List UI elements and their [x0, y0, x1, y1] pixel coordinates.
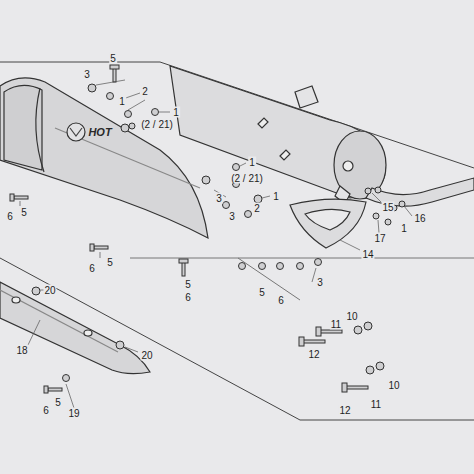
callout-number: 10: [345, 311, 358, 322]
callout-number: 20: [140, 350, 153, 361]
callout-number: 2: [253, 203, 261, 214]
callout-number: 3: [316, 277, 324, 288]
callout-number: 12: [338, 405, 351, 416]
callout-number: 1: [400, 223, 408, 234]
callout-number: 5: [258, 287, 266, 298]
frame-line: [130, 258, 474, 259]
callout-number: 6: [277, 295, 285, 306]
callout-number: 6: [88, 263, 96, 274]
callout-number: 3: [215, 193, 223, 204]
callout-number: 10: [387, 380, 400, 391]
callout-number: 11: [330, 319, 342, 330]
callout-number: 5: [20, 207, 28, 218]
callout-number: 5: [106, 257, 114, 268]
frame-line: [238, 258, 300, 300]
brand-text: HOT: [87, 127, 112, 138]
callout-number: 11: [370, 399, 382, 410]
callout-number: 6: [42, 405, 50, 416]
leader-line: [20, 80, 412, 408]
callout-number: 3: [83, 69, 91, 80]
callout-number: 15: [381, 202, 394, 213]
muffler-body: [170, 66, 474, 206]
callout-number: 2: [141, 86, 149, 97]
callout-number: 1: [118, 96, 126, 107]
callout-number: 18: [15, 345, 28, 356]
callout-number: 5: [54, 397, 62, 408]
frame-line: [0, 258, 474, 420]
callout-number: 3: [228, 211, 236, 222]
callout-number: 1: [172, 107, 180, 118]
callout-number: 16: [413, 213, 426, 224]
heat-shield-part: [0, 282, 150, 374]
callout-number: 14: [361, 249, 374, 260]
callout-number: 5: [184, 279, 192, 290]
callout-number: 6: [184, 292, 192, 303]
callout-number: (2 / 21): [230, 173, 264, 184]
muffler-heat-shield: [0, 78, 208, 238]
fastener: [10, 65, 405, 393]
callout-number: (2 / 21): [140, 119, 174, 130]
callout-number: 6: [6, 211, 14, 222]
callout-number: 5: [109, 53, 117, 64]
callout-number: 1: [248, 157, 256, 168]
callout-number: 19: [67, 408, 80, 419]
callout-number: 17: [373, 233, 386, 244]
heat-shield-part: [290, 199, 366, 248]
callout-number: 20: [43, 285, 56, 296]
callout-number: 1: [272, 191, 280, 202]
callout-number: 12: [307, 349, 320, 360]
